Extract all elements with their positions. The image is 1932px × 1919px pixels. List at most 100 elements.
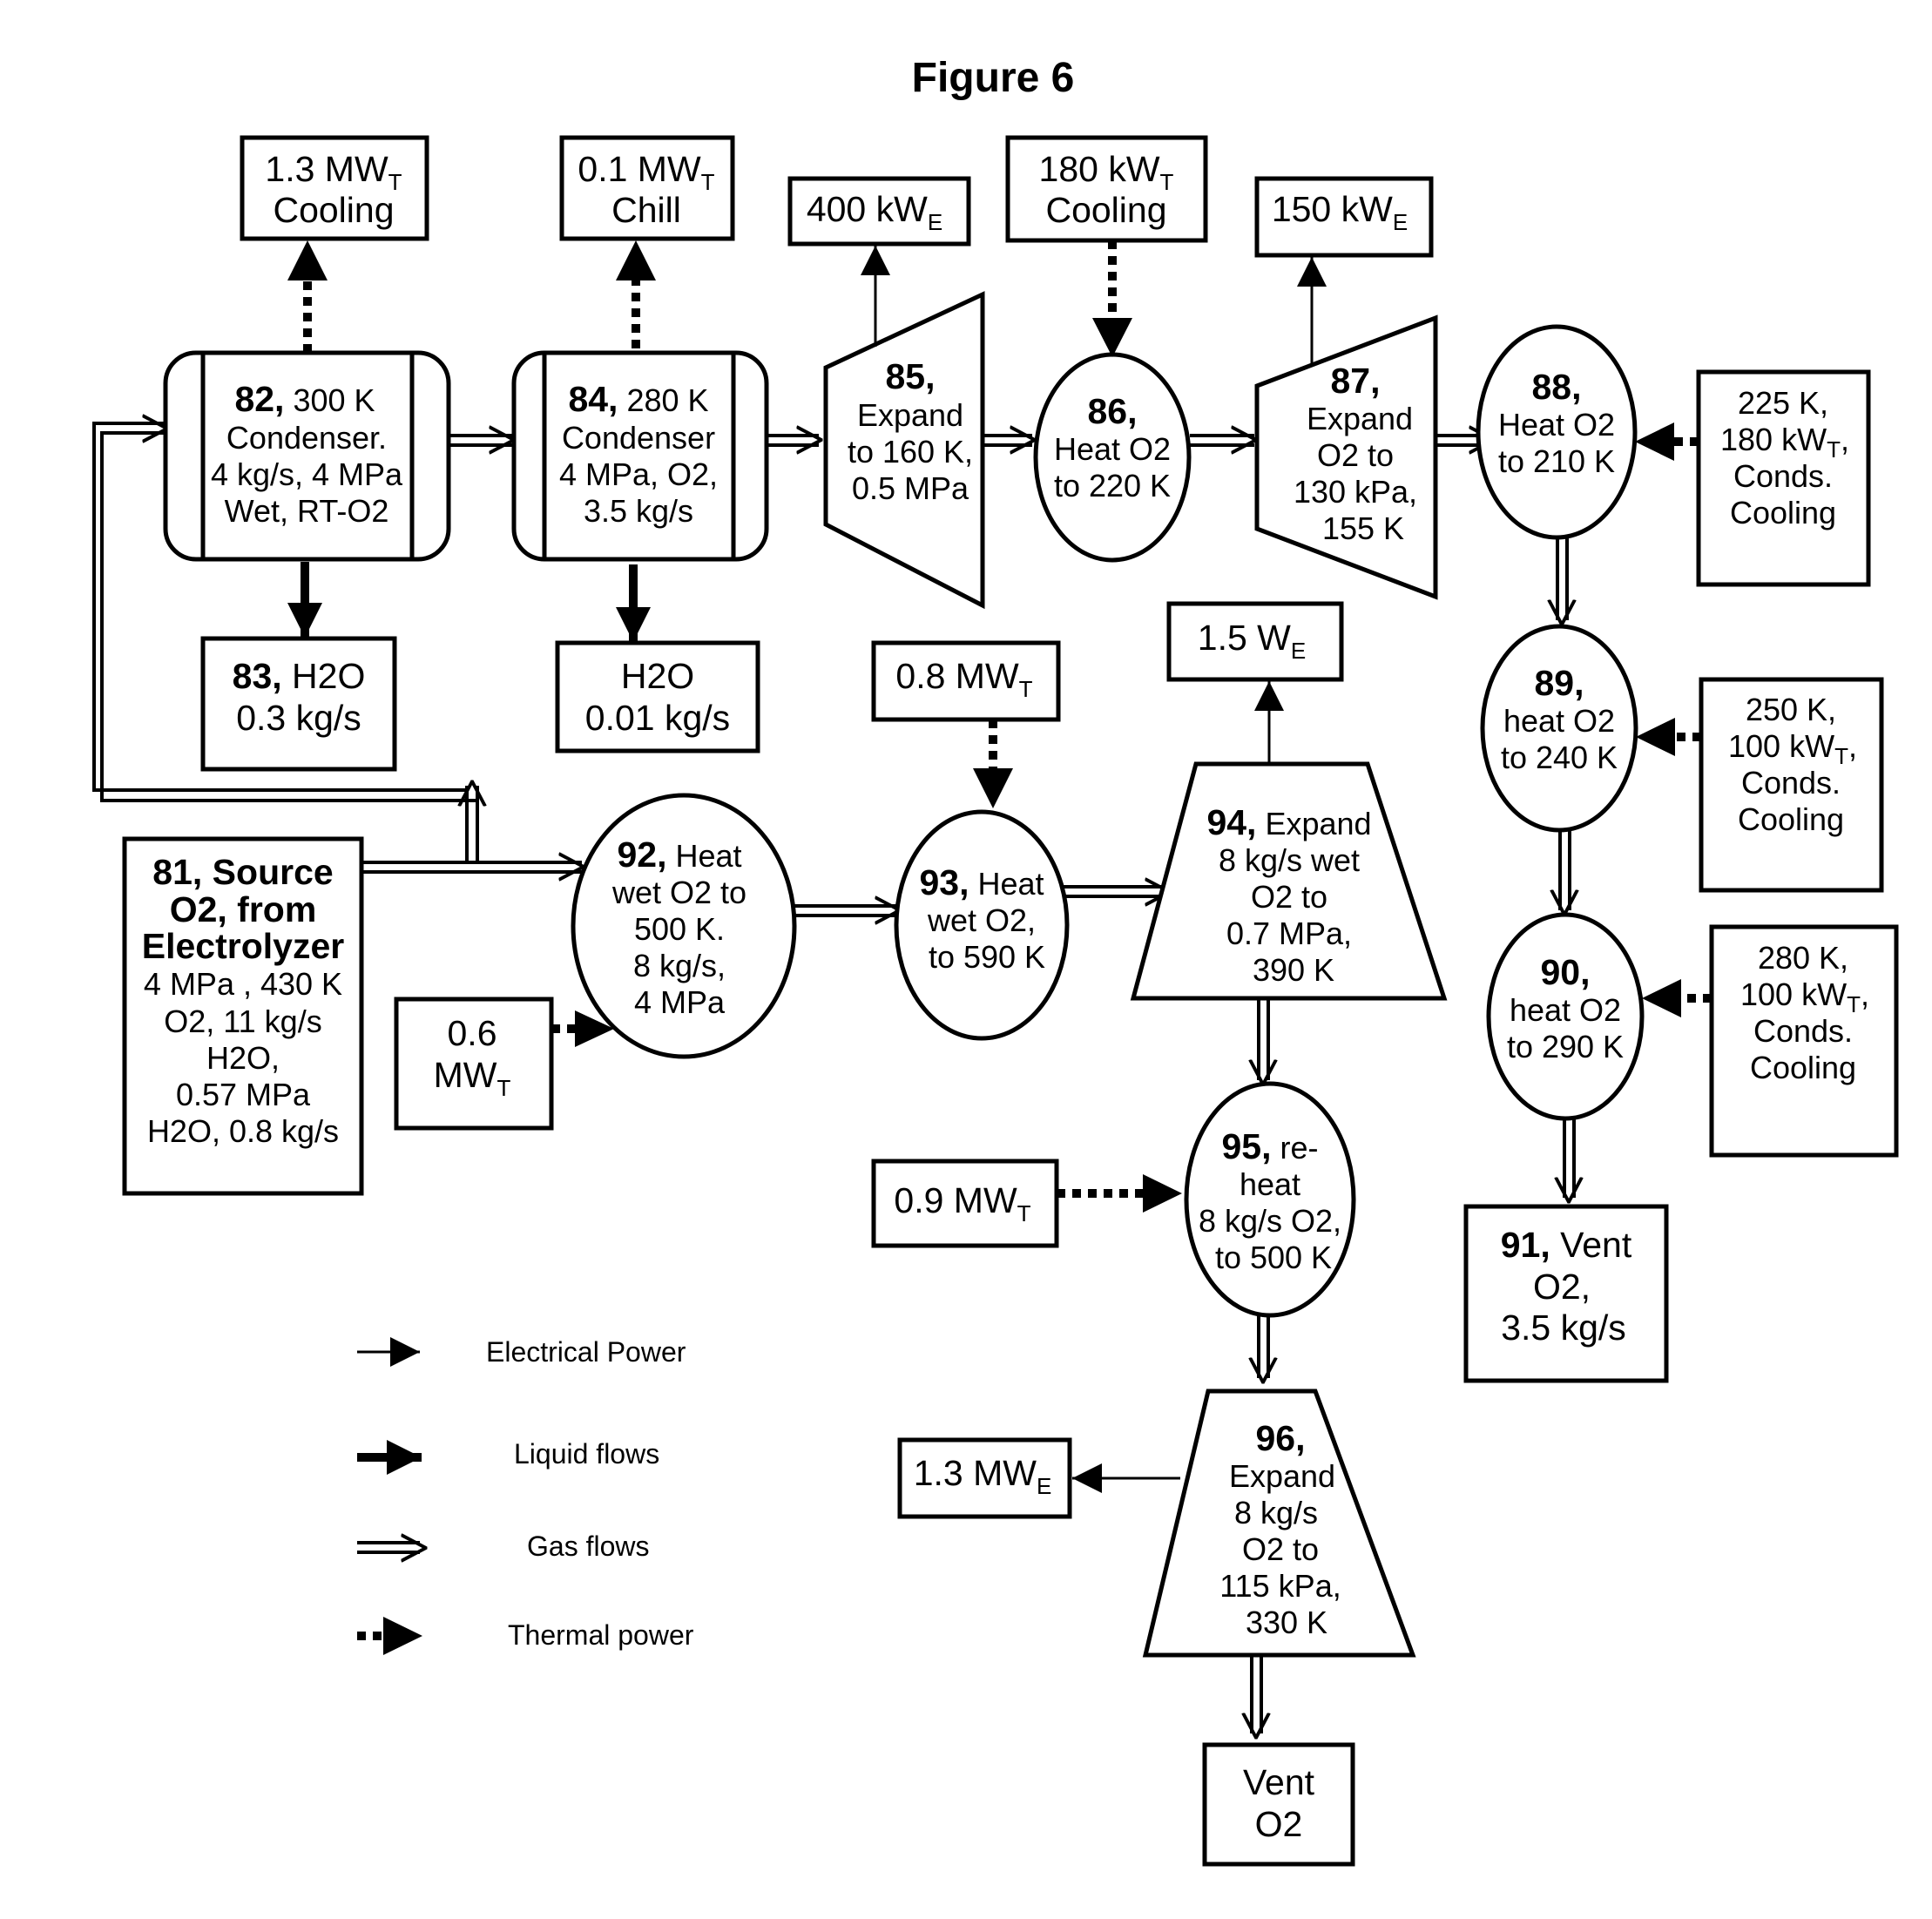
node-95-number: 95,: [1222, 1126, 1272, 1166]
svg-text:to 160 K,: to 160 K,: [848, 434, 973, 470]
energy-box-cooling-2: 180 kWT Cooling: [1008, 138, 1206, 240]
energy-box-conds-cooling-3: 280 K, 100 kWT, Conds. Cooling: [1712, 927, 1896, 1155]
node-83-water: 83, H2O 0.3 kg/s: [203, 639, 395, 769]
svg-text:92, Heat: 92, Heat: [617, 834, 741, 875]
energy-box-1-5-we: 1.5 WE: [1169, 604, 1341, 679]
svg-text:115 kPa,: 115 kPa,: [1219, 1568, 1341, 1604]
svg-text:Vent: Vent: [1243, 1762, 1315, 1802]
svg-text:1.3 MWE: 1.3 MWE: [914, 1453, 1052, 1499]
svg-text:83, H2O: 83, H2O: [233, 656, 366, 696]
energy-box-conds-cooling-1: 225 K, 180 kWT, Conds. Cooling: [1699, 372, 1868, 584]
node-85-number: 85,: [886, 356, 936, 396]
svg-text:heat O2: heat O2: [1503, 703, 1615, 739]
svg-text:4 kg/s, 4 MPa: 4 kg/s, 4 MPa: [211, 456, 403, 492]
svg-text:O2,: O2,: [1533, 1267, 1591, 1307]
svg-text:155 K: 155 K: [1322, 510, 1404, 546]
svg-text:Cooling: Cooling: [273, 190, 394, 230]
figure-title: Figure 6: [912, 55, 1075, 101]
water-output-box: H2O 0.01 kg/s: [557, 643, 758, 751]
node-87-number: 87,: [1331, 361, 1381, 401]
svg-text:Cooling: Cooling: [1045, 190, 1166, 230]
svg-text:Expand: Expand: [1307, 401, 1413, 436]
svg-text:Expand: Expand: [857, 397, 963, 433]
svg-text:to 220 K: to 220 K: [1054, 468, 1171, 503]
energy-box-chill: 0.1 MWT Chill: [562, 138, 733, 239]
node-94-number: 94,: [1206, 802, 1256, 842]
svg-text:95, re-: 95, re-: [1222, 1126, 1319, 1166]
node-90-number: 90,: [1541, 952, 1591, 992]
node-82-number: 82,: [234, 379, 284, 419]
svg-text:Cooling: Cooling: [1750, 1050, 1856, 1085]
svg-text:94, Expand: 94, Expand: [1206, 802, 1371, 842]
node-93-number: 93,: [919, 862, 969, 902]
svg-text:8 kg/s,: 8 kg/s,: [633, 948, 726, 983]
svg-text:280 K,: 280 K,: [1758, 940, 1848, 976]
node-94-expander: 94, Expand 8 kg/s wet O2 to 0.7 MPa, 390…: [1133, 764, 1444, 998]
svg-text:330 K: 330 K: [1246, 1605, 1327, 1640]
node-91-vent: 91, Vent O2, 3.5 kg/s: [1466, 1206, 1666, 1381]
node-88-number: 88,: [1532, 367, 1582, 407]
svg-text:Heat O2: Heat O2: [1054, 431, 1171, 467]
svg-text:1.3 MWT: 1.3 MWT: [265, 149, 402, 195]
svg-text:3.5 kg/s: 3.5 kg/s: [584, 493, 693, 529]
svg-text:0.1 MWT: 0.1 MWT: [578, 149, 714, 195]
node-92-heater: 92, Heat wet O2 to 500 K. 8 kg/s, 4 MPa: [573, 795, 794, 1057]
node-90-heater: 90, heat O2 to 290 K: [1489, 915, 1642, 1118]
svg-text:wet O2,: wet O2,: [927, 902, 1036, 938]
svg-text:to 210 K: to 210 K: [1498, 443, 1615, 479]
svg-text:4 MPa, O2,: 4 MPa, O2,: [559, 456, 718, 492]
svg-text:8 kg/s O2,: 8 kg/s O2,: [1199, 1203, 1341, 1239]
svg-text:O2, from: O2, from: [170, 889, 317, 929]
svg-text:Conds.: Conds.: [1753, 1013, 1853, 1049]
svg-text:0.9 MWT: 0.9 MWT: [894, 1180, 1030, 1226]
svg-text:heat O2: heat O2: [1510, 992, 1621, 1028]
liquid-flows: [305, 562, 633, 642]
svg-text:to 240 K: to 240 K: [1501, 740, 1618, 775]
svg-text:Chill: Chill: [611, 190, 681, 230]
node-93-heater: 93, Heat wet O2, to 590 K: [896, 812, 1067, 1038]
svg-text:O2 to: O2 to: [1242, 1531, 1319, 1567]
svg-text:150 kWE: 150 kWE: [1272, 189, 1408, 235]
svg-text:Electrolyzer: Electrolyzer: [142, 926, 344, 966]
energy-box-cooling-1: 1.3 MWT Cooling: [242, 138, 427, 239]
node-89-heater: 89, heat O2 to 240 K: [1483, 626, 1636, 830]
svg-text:O2 to: O2 to: [1251, 879, 1327, 915]
svg-text:Condenser: Condenser: [562, 420, 715, 456]
svg-text:to 590 K: to 590 K: [929, 939, 1045, 975]
node-91-number: 91,: [1501, 1225, 1550, 1265]
svg-text:O2, 11 kg/s: O2, 11 kg/s: [164, 1003, 321, 1039]
svg-text:82, 300 K: 82, 300 K: [234, 379, 375, 419]
energy-box-conds-cooling-2: 250 K, 100 kWT, Conds. Cooling: [1701, 679, 1881, 890]
svg-text:180 kWT: 180 kWT: [1039, 149, 1174, 195]
legend-thermal-label: Thermal power: [508, 1619, 694, 1651]
svg-text:1.5 WE: 1.5 WE: [1198, 618, 1306, 664]
svg-text:H2O,: H2O,: [206, 1040, 280, 1076]
svg-text:4 MPa , 430 K: 4 MPa , 430 K: [144, 966, 342, 1002]
svg-text:390 K: 390 K: [1253, 952, 1334, 988]
node-82-condenser: 82, 300 K Condenser. 4 kg/s, 4 MPa Wet, …: [166, 353, 449, 559]
svg-text:Wet, RT-O2: Wet, RT-O2: [225, 493, 389, 529]
svg-text:wet O2 to: wet O2 to: [611, 875, 746, 910]
svg-text:250 K,: 250 K,: [1746, 692, 1836, 727]
node-86-number: 86,: [1088, 391, 1138, 431]
node-84-number: 84,: [568, 379, 618, 419]
svg-text:0.57 MPa: 0.57 MPa: [176, 1077, 311, 1112]
svg-text:0.01 kg/s: 0.01 kg/s: [585, 698, 730, 738]
energy-box-150kwe: 150 kWE: [1257, 179, 1431, 255]
svg-text:O2 to: O2 to: [1317, 437, 1394, 473]
svg-text:8 kg/s: 8 kg/s: [1234, 1495, 1318, 1530]
svg-text:8 kg/s wet: 8 kg/s wet: [1219, 842, 1360, 878]
svg-text:Heat O2: Heat O2: [1498, 407, 1615, 443]
svg-text:0.5 MPa: 0.5 MPa: [852, 470, 969, 506]
node-96-number: 96,: [1256, 1418, 1306, 1458]
svg-text:4 MPa: 4 MPa: [634, 984, 726, 1020]
energy-box-0-8-mwt: 0.8 MWT: [874, 643, 1058, 720]
svg-text:0.7 MPa,: 0.7 MPa,: [1226, 916, 1352, 951]
svg-text:84, 280 K: 84, 280 K: [568, 379, 708, 419]
node-92-number: 92,: [617, 834, 666, 875]
legend-liquid-label: Liquid flows: [514, 1438, 659, 1470]
legend-gas-label: Gas flows: [527, 1530, 649, 1562]
node-86-heater: 86, Heat O2 to 220 K: [1036, 355, 1189, 560]
node-95-reheater: 95, re- heat 8 kg/s O2, to 500 K: [1186, 1084, 1354, 1315]
svg-text:H2O, 0.8 kg/s: H2O, 0.8 kg/s: [147, 1113, 339, 1149]
